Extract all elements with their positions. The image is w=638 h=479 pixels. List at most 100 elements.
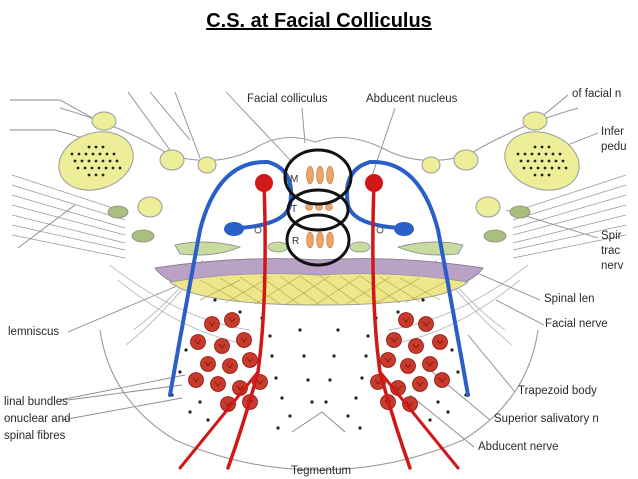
left-fibre-bundle [11, 174, 126, 259]
pontine-nucleus [188, 372, 204, 388]
pontine-nucleus-mark [436, 339, 444, 345]
small-nuclei [91, 111, 548, 218]
pontine-nucleus [224, 312, 240, 328]
peduncle-dot [554, 159, 558, 163]
pontine-nucleus-mark [416, 381, 424, 387]
peduncle-dot [97, 166, 101, 170]
trapezoid-hatch [199, 275, 446, 306]
pontine-nucleus [204, 316, 220, 332]
label-facial-nerve: Facial nerve [545, 318, 608, 330]
peduncle-dot [73, 159, 77, 163]
peduncle-dot [540, 173, 544, 177]
peduncle-dot [547, 159, 551, 163]
label-pedu: pedu [601, 141, 627, 153]
peduncle-dot [101, 159, 105, 163]
scatter-dot [270, 354, 274, 358]
label-trapezoid-body: Trapezoid body [518, 385, 597, 397]
scatter-dot [288, 414, 292, 418]
peduncle-dot [77, 152, 81, 156]
peduncle-dot [526, 159, 530, 163]
peduncle-dot [112, 152, 116, 156]
scatter-dot [456, 370, 460, 374]
peduncle-dot [540, 159, 544, 163]
left-facial-nucleus [224, 222, 244, 236]
scatter-dot [446, 410, 450, 414]
pontine-nucleus [190, 334, 206, 350]
right-facial-nucleus [394, 222, 414, 236]
right-small-ring [376, 226, 384, 234]
pontine-nucleus-mark [406, 401, 414, 407]
label-linal-bundles: linal bundles [4, 396, 68, 408]
peduncle-dot [118, 166, 122, 170]
floor-outline [59, 107, 579, 161]
scatter-dot [364, 354, 368, 358]
pontine-nucleus-mark [246, 357, 254, 363]
scatter-dot [298, 328, 302, 332]
pontine-nucleus-mark [402, 317, 410, 323]
spinal-tracts [174, 241, 464, 256]
scatter-dot [360, 376, 364, 380]
scatter-dot [213, 298, 217, 302]
pontine-nucleus-mark [426, 361, 434, 367]
right-abducent-branch [378, 370, 460, 470]
label-superior-salivatory: Superior salivatory n [494, 413, 599, 425]
peduncle-dot [80, 159, 84, 163]
pontine-nucleus-mark [404, 363, 412, 369]
scatter-dot [346, 414, 350, 418]
left-small-ring [254, 226, 262, 234]
pontine-nucleus [418, 316, 434, 332]
peduncle-dots [70, 145, 568, 177]
peduncle-dot [544, 152, 548, 156]
peduncle-dot [94, 173, 98, 177]
scatter-dot [450, 348, 454, 352]
marker-r: R [292, 236, 299, 247]
right-fibre-bundle [512, 174, 627, 259]
left-abducent-tract [226, 180, 267, 470]
pontine-nucleus [434, 372, 450, 388]
peduncle-dot [540, 145, 544, 149]
pontine-nucleus [402, 396, 418, 412]
peduncle-dot [533, 173, 537, 177]
scatter-dot [238, 310, 242, 314]
scatter-dot [310, 400, 314, 404]
label-spinal-lemniscus: Spinal len [544, 293, 595, 305]
label-lemniscus: lemniscus [8, 326, 60, 338]
scatter-dot [336, 328, 340, 332]
pontine-nucleus [200, 356, 216, 372]
marker-m: M [290, 174, 298, 185]
peduncle-dot [101, 145, 105, 149]
scatter-dot [276, 426, 280, 430]
pontine-nucleus-mark [240, 337, 248, 343]
right-facial-nerve [345, 159, 470, 397]
peduncle-dot [523, 152, 527, 156]
label-tegmentum: Tegmentum [291, 465, 352, 477]
scattered-dots [170, 298, 468, 430]
pontine-nucleus [432, 334, 448, 350]
green-nuclei [107, 205, 531, 243]
left-facial-nerve [168, 159, 293, 397]
peduncle-dot [94, 145, 98, 149]
pontine-nucleus-mark [226, 363, 234, 369]
scatter-dot [198, 400, 202, 404]
label-abducent-nerve: Abducent nerve [478, 441, 559, 453]
pontine-nucleus [236, 332, 252, 348]
right-abducent-tract [371, 180, 412, 470]
label-abducent-nucleus: Abducent nucleus [366, 93, 458, 105]
pontine-nucleus-mark [390, 337, 398, 343]
peduncle-dot [87, 159, 91, 163]
peduncle-dot [522, 166, 526, 170]
scatter-dot [188, 410, 192, 414]
pontine-nucleus-mark [394, 385, 402, 391]
pontine-nucleus [400, 358, 416, 374]
peduncle-dot [91, 152, 95, 156]
peduncle-dot [530, 152, 534, 156]
peduncle-dot [76, 166, 80, 170]
pontine-nucleus-mark [218, 343, 226, 349]
label-infer: Infer [601, 126, 625, 138]
label-spinal-fibres: spinal fibres [4, 430, 66, 442]
scatter-dot [358, 426, 362, 430]
scatter-dot [332, 354, 336, 358]
peduncle-dot [558, 152, 562, 156]
marker-t: T [291, 204, 297, 215]
